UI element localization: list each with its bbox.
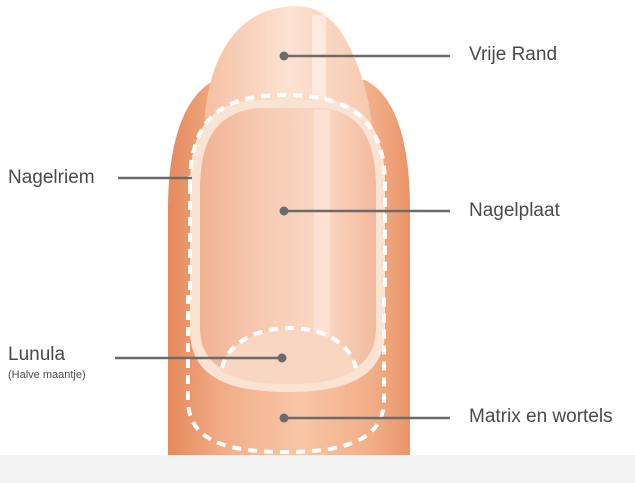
label-nagelriem: Nagelriem: [8, 168, 95, 187]
label-matrix: Matrix en wortels: [469, 407, 613, 426]
label-vrije-rand: Vrije Rand: [469, 45, 557, 64]
label-lunula-sub: (Halve maantje): [8, 370, 86, 381]
label-lunula: Lunula: [8, 345, 65, 364]
label-nagelplaat: Nagelplaat: [469, 201, 560, 220]
